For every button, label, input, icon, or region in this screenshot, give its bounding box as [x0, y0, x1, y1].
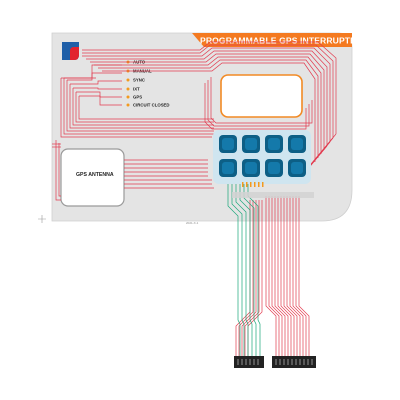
indicator-label-gps: GPS: [133, 95, 142, 100]
registration-mark: [38, 215, 46, 223]
connector-right: [272, 356, 316, 368]
banner-title: PROGRAMMABLE GPS INTERRUPTER: [200, 36, 363, 46]
tail-neck: [232, 192, 314, 198]
key-contact-pads: [242, 182, 264, 187]
part-number: 2021-X-1: [186, 221, 199, 225]
keypad-backing: [213, 130, 311, 184]
tail-connectors: [234, 356, 316, 368]
keypad-keys: [219, 135, 306, 177]
green-circuit-traces: [227, 148, 261, 358]
indicator-label-sync: SYNC: [133, 78, 145, 83]
gps-antenna-label: GPS ANTENNA: [76, 172, 114, 178]
gps-antenna-pad: [60, 148, 125, 207]
display-window: [220, 74, 303, 118]
title-banner: PROGRAMMABLE GPS INTERRUPTER: [192, 33, 363, 47]
indicator-leds: [126, 60, 130, 107]
indicator-label-ixt: IXT: [133, 87, 140, 92]
brand-logo: [62, 42, 79, 60]
indicator-label-circuit-closed: CIRCUIT CLOSED: [133, 103, 170, 108]
